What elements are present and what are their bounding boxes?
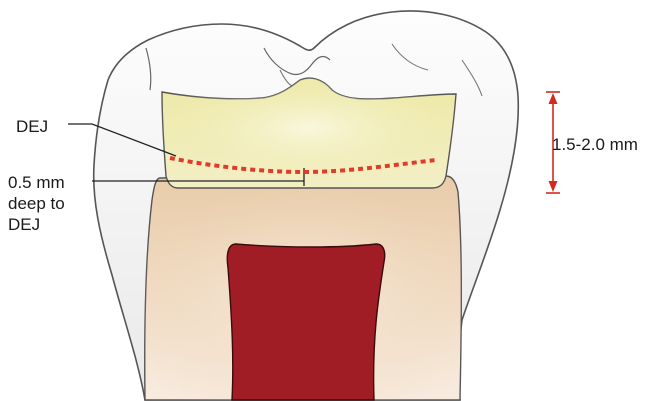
dej-label: DEJ [16,116,48,137]
depth-label: 0.5 mm deep to DEJ [8,172,65,235]
reduction-range-label: 1.5-2.0 mm [552,134,638,155]
depth-label-line-3: DEJ [8,214,65,235]
depth-label-line-2: deep to [8,193,65,214]
depth-label-line-1: 0.5 mm [8,172,65,193]
pulp-chamber [227,244,384,400]
